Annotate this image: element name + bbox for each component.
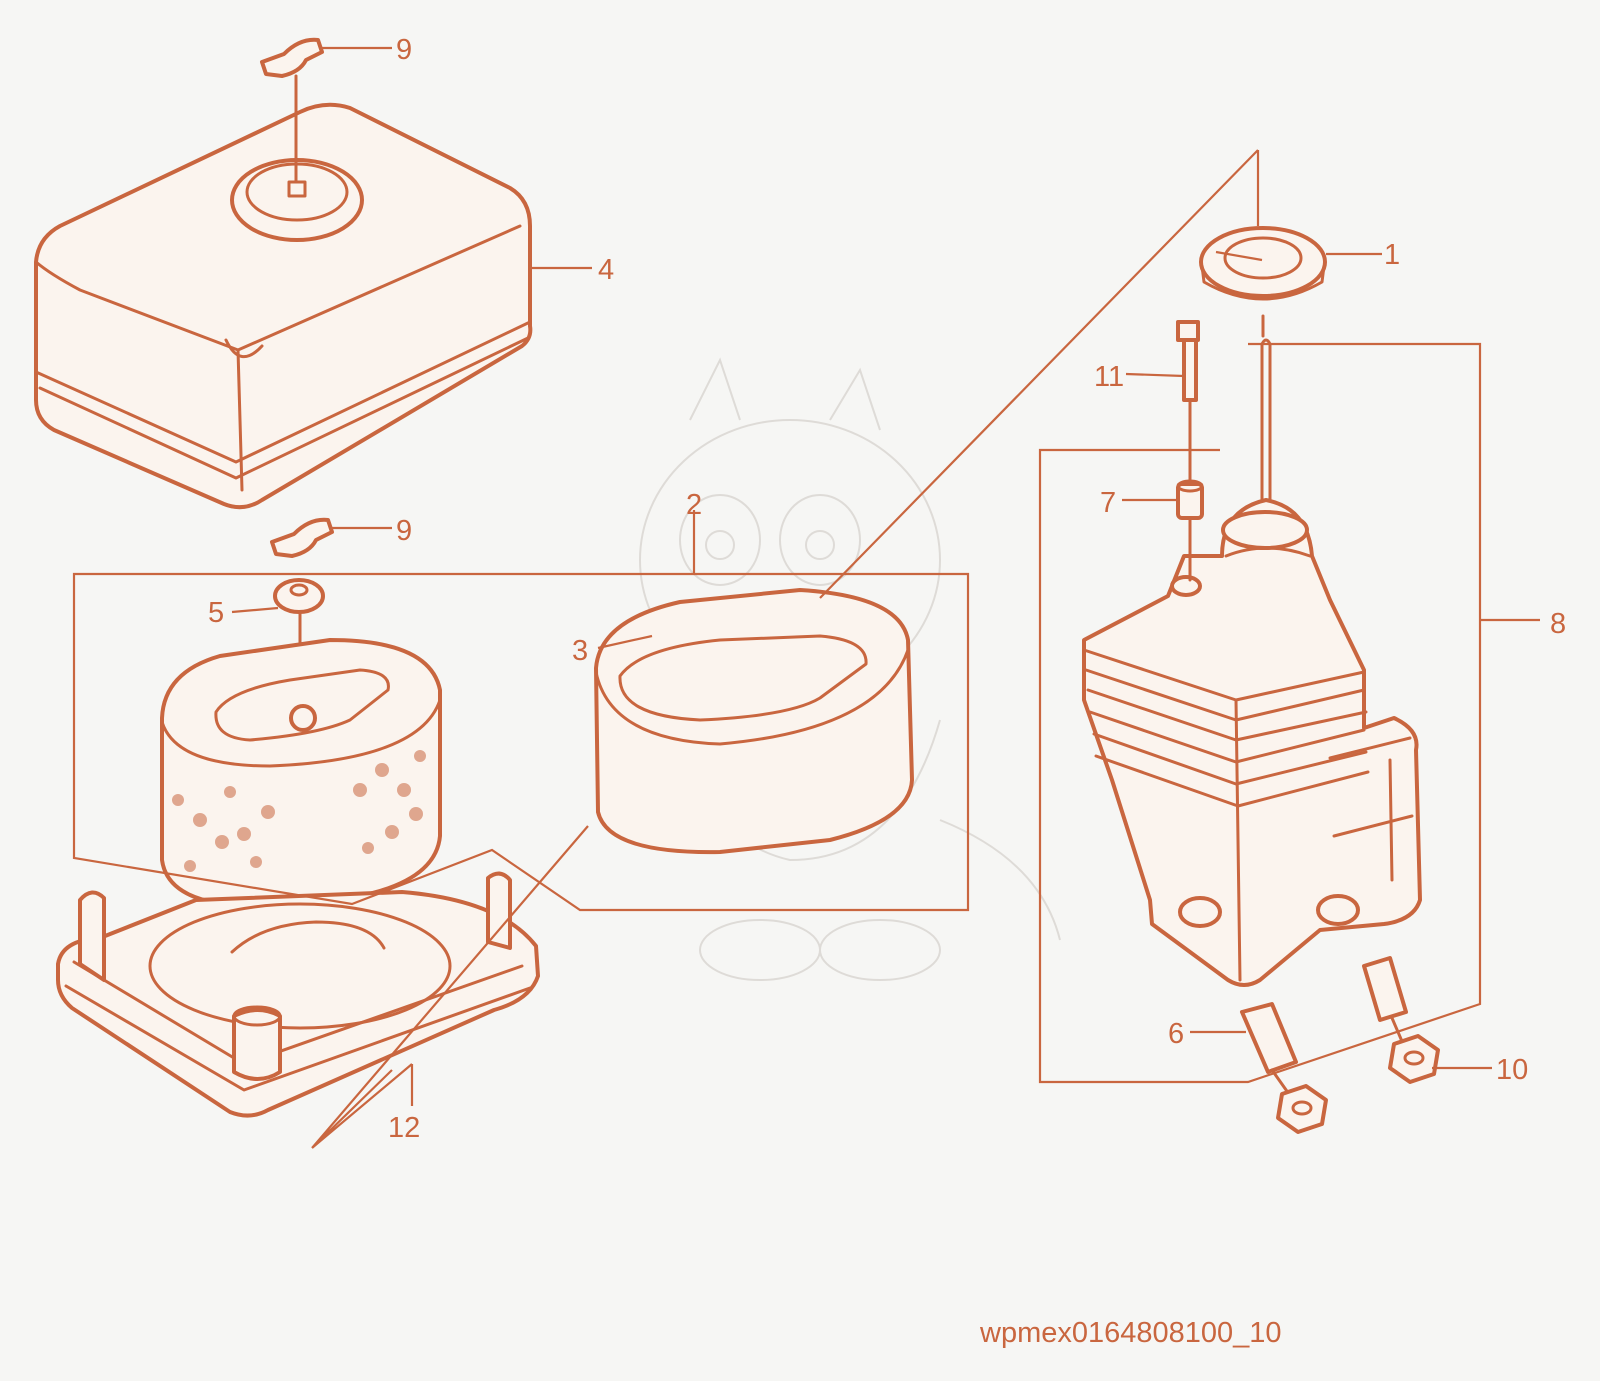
callout-6: 6 <box>1168 1018 1184 1050</box>
callout-10: 10 <box>1496 1054 1528 1086</box>
flange-nut-left <box>1276 1084 1328 1134</box>
callout-1: 1 <box>1384 239 1400 271</box>
callout-9-top: 9 <box>396 34 412 66</box>
callout-11: 11 <box>1094 361 1124 393</box>
air-cleaner-cover <box>34 102 533 510</box>
diagram-code: wpmex0164808100_10 <box>979 1317 1282 1349</box>
outer-filter-element <box>160 638 442 908</box>
wing-nut-top <box>260 37 324 184</box>
foam-filter-element <box>594 588 914 855</box>
callout-8: 8 <box>1550 608 1566 640</box>
air-cleaner-base <box>56 871 540 1118</box>
callout-leaders <box>231 46 1492 1070</box>
callout-2: 2 <box>686 489 702 521</box>
callout-12: 12 <box>388 1112 420 1144</box>
perforations <box>172 750 426 872</box>
assembly-brackets <box>72 149 1540 1149</box>
callout-5: 5 <box>208 597 224 629</box>
callout-9-lower: 9 <box>396 515 412 547</box>
flange-nut-right <box>1388 1034 1440 1084</box>
callout-7: 7 <box>1100 487 1116 519</box>
stud-left <box>1240 1002 1298 1106</box>
stud-right <box>1362 956 1408 1048</box>
callout-4: 4 <box>598 254 614 286</box>
callout-3: 3 <box>572 635 588 667</box>
bolt <box>1176 320 1200 482</box>
wing-nut-lower <box>270 517 334 558</box>
oil-bath-case <box>1082 338 1422 987</box>
seal-ring <box>1199 226 1327 338</box>
callouts: 9 4 1 11 7 2 9 5 3 8 6 10 12 <box>208 34 1566 1144</box>
